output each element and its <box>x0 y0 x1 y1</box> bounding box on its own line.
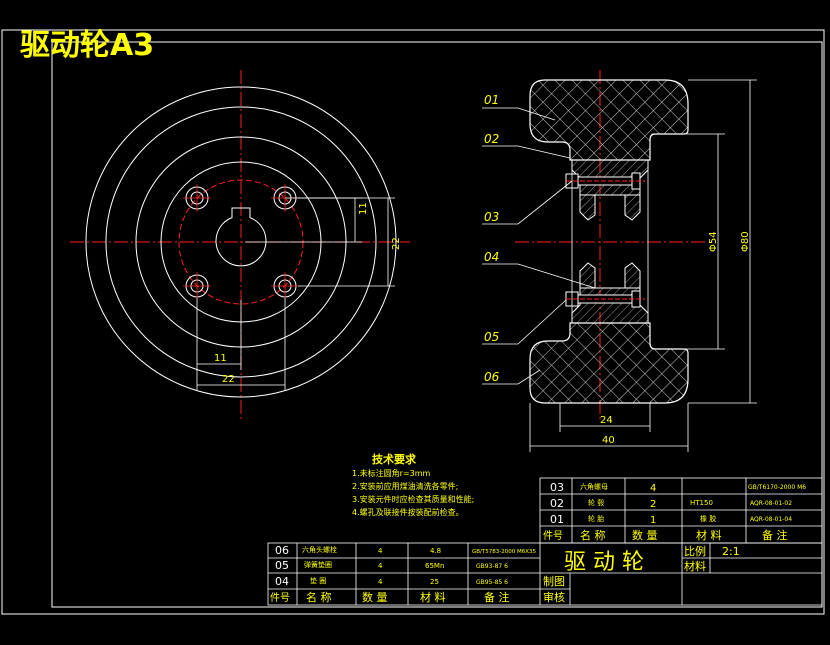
inner-frame <box>51 41 823 608</box>
tech-requirement-item: 3.安装元件时应检查其质量和性能; <box>352 494 474 504</box>
bom-upper-header-material: 材 料 <box>696 528 722 542</box>
bolt-hole <box>271 272 299 300</box>
bom-lower-header-name: 名 称 <box>306 590 332 604</box>
bom-upper-note: AQR-08-01-04 <box>750 516 792 523</box>
section-view: Φ54 Φ80 24 40 01 02 03 04 05 06 <box>482 70 757 452</box>
bom-upper: 03 六角螺母 4 GB/T6170-2000 M6 02 轮 毂 2 HT15… <box>539 477 823 544</box>
dim-front-11-vertical: 11 <box>358 202 369 215</box>
bom-lower-note: GB95-85 6 <box>476 579 508 586</box>
bom-lower-no: 05 <box>275 559 289 572</box>
bom-lower-header-material: 材 料 <box>420 590 446 604</box>
dim-width-24: 24 <box>600 415 613 426</box>
part-name: 驱 动 轮 <box>564 550 644 575</box>
checked-label: 审核 <box>543 590 565 604</box>
callout-02: 02 <box>484 132 499 146</box>
bom-lower-no: 06 <box>275 544 289 557</box>
bom-upper-material: HT150 <box>690 499 713 507</box>
bom-upper-note: GB/T6170-2000 M6 <box>748 484 806 491</box>
dim-front-22-vertical: 22 <box>391 237 402 250</box>
tire-section-lower <box>529 322 689 404</box>
bolt-lower <box>565 290 645 308</box>
material-label: 材料 <box>684 559 706 573</box>
tech-requirements-heading: 技术要求 <box>372 452 417 466</box>
bom-lower-qty: 4 <box>378 578 383 586</box>
callout-03: 03 <box>484 210 499 224</box>
bom-lower-note: GB/T5783-2000 M6X35 <box>472 549 536 555</box>
callout-04: 04 <box>484 250 499 264</box>
callout-01: 01 <box>484 93 499 107</box>
bom-lower-qty: 4 <box>378 562 383 570</box>
bom-upper-no: 03 <box>550 481 564 494</box>
bom-lower-no: 04 <box>275 575 289 588</box>
drawn-label: 制图 <box>543 575 565 588</box>
bom-lower-material: 4.8 <box>430 547 441 555</box>
callout-05: 05 <box>484 330 499 344</box>
tech-requirement-item: 2.安装前应用煤油清洗各零件; <box>352 481 458 491</box>
bom-lower-header-qty: 数 量 <box>362 591 388 604</box>
bom-upper-name: 六角螺母 <box>580 482 608 491</box>
bom-upper-material: 橡 胶 <box>700 514 716 523</box>
bom-upper-qty: 1 <box>650 515 656 526</box>
drawing-title: 驱动轮A3 <box>20 28 154 63</box>
tech-requirement-item: 1.未标注圆角r=3mm <box>352 468 431 478</box>
bom-lower-name: 弹簧垫圈 <box>304 560 332 569</box>
bom-upper-name: 轮 毂 <box>588 498 604 507</box>
dim-phi54: Φ54 <box>708 231 719 252</box>
bom-upper-no: 02 <box>550 497 564 510</box>
tech-requirement-item: 4.螺孔及联接件按装配前检查。 <box>352 507 464 517</box>
bom-upper-qty: 2 <box>650 499 656 510</box>
bom-lower-note: GB93-87 6 <box>476 563 508 570</box>
bom-upper-header-name: 名 称 <box>580 528 606 542</box>
bolt-hole <box>183 272 211 300</box>
dim-phi80: Φ80 <box>740 231 751 252</box>
bom-upper-qty: 4 <box>650 483 656 494</box>
bom-lower-material: 25 <box>430 578 439 586</box>
dim-front-11-horizontal: 11 <box>214 353 227 364</box>
bolt-hole <box>183 184 211 212</box>
tire-outer-circle <box>85 86 397 398</box>
tech-requirements: 技术要求 1.未标注圆角r=3mm 2.安装前应用煤油清洗各零件; 3.安装元件… <box>352 452 474 517</box>
bom-lower-qty: 4 <box>378 547 383 555</box>
bom-upper-no: 01 <box>550 513 564 526</box>
bom-upper-name: 轮 胎 <box>588 514 604 523</box>
dim-front-22-horizontal: 22 <box>222 374 235 385</box>
bom-upper-header-qty: 数 量 <box>632 529 658 542</box>
dim-width-40: 40 <box>602 435 615 446</box>
scale-label: 比例 <box>684 544 706 558</box>
bom-lower-name: 垫 圈 <box>310 576 326 585</box>
scale-value: 2:1 <box>722 545 740 558</box>
front-view: 11 22 11 22 <box>70 70 410 420</box>
tire-section-upper <box>529 79 689 161</box>
bom-upper-note: AQR-08-01-02 <box>750 500 792 507</box>
outer-frame <box>1 29 825 615</box>
bom-upper-header-no: 件号 <box>543 530 563 542</box>
bom-lower-header-note: 备 注 <box>484 590 510 604</box>
title-block: 06 六角头螺栓 4 4.8 GB/T5783-2000 M6X35 05 弹簧… <box>267 542 823 606</box>
bom-lower-header-no: 件号 <box>270 592 290 604</box>
bore-with-keyway <box>215 207 267 267</box>
callout-06: 06 <box>484 370 500 384</box>
bom-lower-material: 65Mn <box>425 562 444 570</box>
bom-upper-header-note: 备 注 <box>762 528 788 542</box>
bom-lower-name: 六角头螺栓 <box>302 545 337 554</box>
